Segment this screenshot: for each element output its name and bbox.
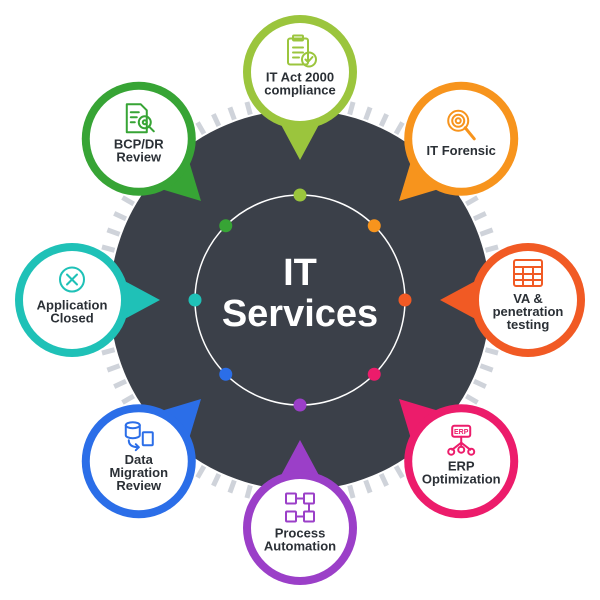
node-face xyxy=(412,412,511,511)
ring-dash xyxy=(393,465,405,479)
ring-dash xyxy=(113,378,128,389)
document-search-icon xyxy=(125,103,155,134)
ring-dash xyxy=(101,347,116,356)
node-pointer xyxy=(278,119,322,160)
ring-dash xyxy=(195,465,207,479)
process-flow-icon xyxy=(285,492,315,523)
node-label: penetration xyxy=(493,304,564,319)
ring-dot-it-forensic xyxy=(367,219,381,233)
node-label: Data xyxy=(125,452,154,467)
ring-dash xyxy=(472,211,487,222)
node-label: Automation xyxy=(264,539,336,554)
node-face xyxy=(89,89,188,188)
node-face xyxy=(251,479,349,577)
ring-dot-erp-optimization xyxy=(367,367,381,381)
svg-text:ERP: ERP xyxy=(454,429,469,436)
ring-dash xyxy=(465,393,479,405)
node-label: Application xyxy=(37,298,108,313)
node-label: compliance xyxy=(264,83,336,98)
ring-dash xyxy=(227,479,237,494)
close-circle-icon xyxy=(59,266,85,293)
ring-dot-application-closed xyxy=(188,293,202,307)
node-pointer xyxy=(119,278,160,322)
report-grid-icon xyxy=(513,259,543,287)
ring-dash xyxy=(472,378,487,389)
node-face xyxy=(479,251,577,349)
node-label: BCP/DR xyxy=(114,136,164,151)
service-node-it-forensic: IT Forensic xyxy=(398,81,519,202)
ring-dot-it-act-2000-compliance xyxy=(293,188,307,202)
ring-dot-process-automation xyxy=(293,398,307,412)
ring-dot-data-migration-review xyxy=(219,367,233,381)
node-pointer xyxy=(440,278,481,322)
ring-dash xyxy=(121,195,135,207)
node-label: Review xyxy=(116,478,162,493)
ring-dash xyxy=(347,484,356,499)
node-label: IT Act 2000 xyxy=(266,70,334,85)
ring-dot-bcp-dr-review xyxy=(219,219,233,233)
ring-dot-va-penetration-testing xyxy=(398,293,412,307)
database-transfer-icon xyxy=(124,421,154,452)
node-face xyxy=(89,412,188,511)
ring-dots xyxy=(188,188,412,412)
ring-dash xyxy=(465,195,479,207)
node-label: Process xyxy=(275,526,326,541)
ring-dash xyxy=(363,479,373,494)
node-label: Closed xyxy=(50,311,93,326)
ring-dash xyxy=(106,227,121,237)
node-face xyxy=(23,251,121,349)
ring-dash xyxy=(113,211,128,222)
center-title-line-1: IT xyxy=(283,252,317,294)
ring-dash xyxy=(101,244,116,253)
node-face xyxy=(412,89,511,188)
ring-dash xyxy=(121,393,135,405)
node-label: Review xyxy=(116,149,162,164)
ring-dash xyxy=(227,106,237,121)
node-label: testing xyxy=(507,317,550,332)
ring-dash xyxy=(479,227,494,237)
node-label: VA & xyxy=(513,291,543,306)
node-face xyxy=(251,23,349,121)
fingerprint-magnifier-icon xyxy=(447,109,476,141)
node-pointer xyxy=(278,440,322,481)
node-label: IT Forensic xyxy=(427,143,496,158)
ring-dash xyxy=(244,484,253,499)
ring-dash xyxy=(347,101,356,116)
ring-dash xyxy=(484,244,499,253)
central-hub xyxy=(110,110,490,490)
ring-dash xyxy=(195,121,207,135)
node-label: ERP xyxy=(448,459,475,474)
ring-dash xyxy=(479,363,494,373)
node-label: Migration xyxy=(110,465,169,480)
checklist-document-icon xyxy=(287,34,317,68)
ring-dash xyxy=(378,472,389,487)
node-label: Optimization xyxy=(422,472,501,487)
erp-network-icon: ERP xyxy=(447,424,476,456)
ring-dash xyxy=(484,347,499,356)
ring-dash xyxy=(393,121,405,135)
ring-dash xyxy=(244,101,253,116)
ring-dash xyxy=(106,363,121,373)
ring-dash xyxy=(378,113,389,128)
ring-dash xyxy=(211,472,222,487)
ring-dash xyxy=(211,113,222,128)
ring-dash xyxy=(363,106,373,121)
center-title-line-2: Services xyxy=(222,293,378,335)
